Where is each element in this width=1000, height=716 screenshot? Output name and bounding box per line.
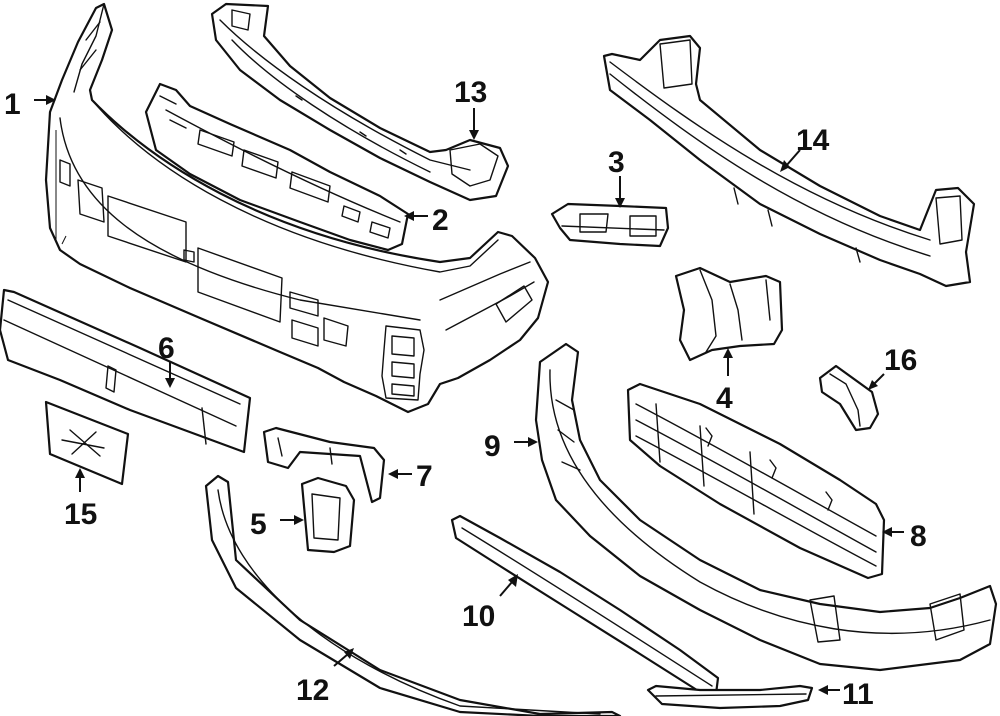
callout-14: 14 xyxy=(796,124,830,157)
callout-16: 16 xyxy=(884,344,917,377)
part-13-upper-reinforcement[interactable] xyxy=(210,2,510,202)
part-9-lower-cover[interactable] xyxy=(534,342,998,672)
part-11-trim[interactable] xyxy=(646,684,814,710)
callout-13: 13 xyxy=(454,76,487,109)
part-6-grille-strip[interactable] xyxy=(0,288,252,454)
callout-4: 4 xyxy=(716,382,733,415)
part-16-clip[interactable] xyxy=(818,364,880,432)
part-3-bracket[interactable] xyxy=(550,202,670,248)
part-8-lower-grille[interactable] xyxy=(626,382,886,580)
callout-9: 9 xyxy=(484,430,501,463)
leaders xyxy=(34,95,904,695)
part-4-air-duct[interactable] xyxy=(674,266,784,362)
callout-labels: 1 2 3 4 5 6 7 8 9 10 11 12 13 14 15 16 xyxy=(4,76,927,711)
part-7-bracket[interactable] xyxy=(262,426,386,504)
callout-12: 12 xyxy=(296,674,329,707)
callout-6: 6 xyxy=(158,332,175,365)
callout-11: 11 xyxy=(842,678,874,711)
callout-2: 2 xyxy=(432,204,449,237)
callout-7: 7 xyxy=(416,460,433,493)
part-5-bracket[interactable] xyxy=(300,476,356,554)
part-1-bumper-cover[interactable] xyxy=(44,2,550,414)
part-14-reinforcement-beam[interactable] xyxy=(602,34,976,288)
callout-8: 8 xyxy=(910,520,927,553)
callout-10: 10 xyxy=(462,600,495,633)
callout-1: 1 xyxy=(4,88,21,121)
part-15-plate-bracket[interactable] xyxy=(44,400,130,486)
callout-3: 3 xyxy=(608,146,625,179)
part-12-long-trim[interactable] xyxy=(204,474,622,716)
callout-5: 5 xyxy=(250,508,267,541)
part-10-trim-strip[interactable] xyxy=(450,514,720,696)
callout-15: 15 xyxy=(64,498,97,531)
